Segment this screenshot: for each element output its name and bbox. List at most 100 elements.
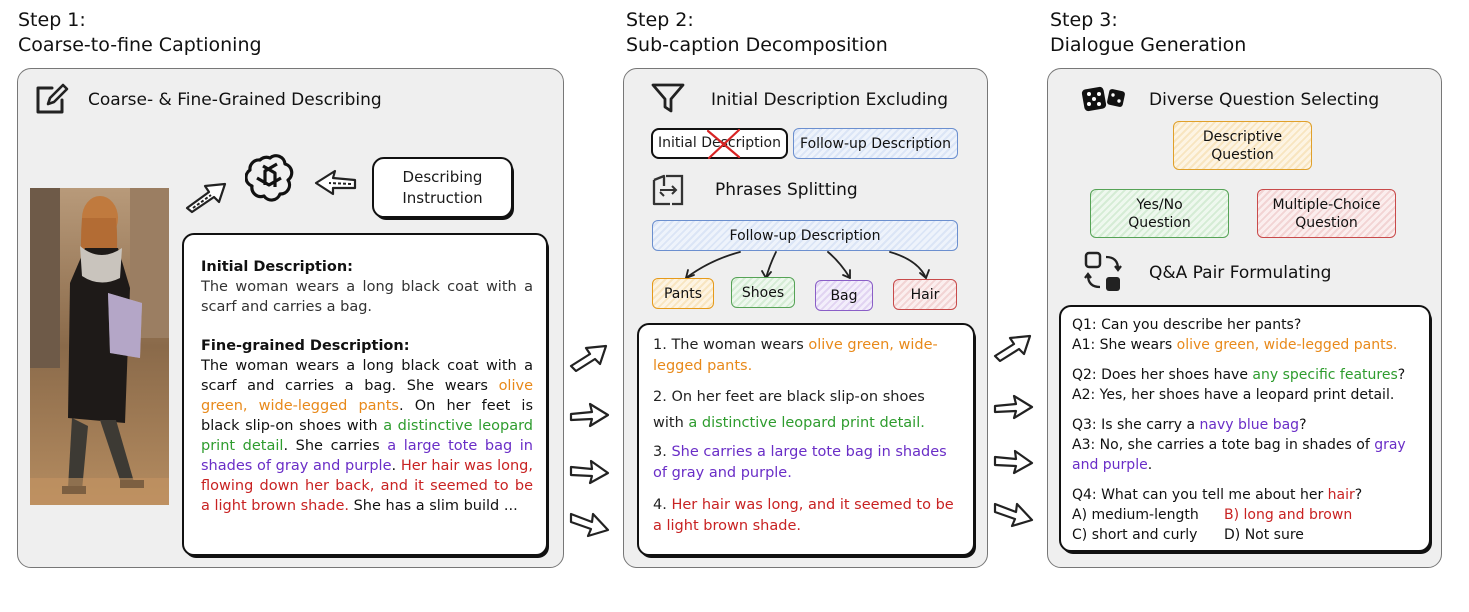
descriptive-question-box: Descriptive Question <box>1173 121 1312 170</box>
qa-list: Q1: Can you describe her pants? A1: She w… <box>1072 315 1422 555</box>
arrow-right-icon <box>569 512 610 538</box>
subcaption-segment: She carries a large tote bag in shades o… <box>653 444 947 481</box>
openai-icon <box>245 154 294 202</box>
question-segment: Q2: Does her shoes have <box>1072 367 1253 383</box>
filter-icon <box>651 83 685 113</box>
subcaption-segment: Her hair was long, and it seemed to be a… <box>653 497 954 534</box>
qa-pair: Q4: What can you tell me about her hair?… <box>1072 485 1422 545</box>
description-box: Initial Description: The woman wears a l… <box>182 233 548 556</box>
step2-label: Step 2: <box>626 9 694 31</box>
split-arrows <box>685 251 930 279</box>
option-row: A) medium-length B) long and brown <box>1072 505 1422 525</box>
initial-description-label: Initial Description <box>658 135 781 151</box>
answer-option: B) long and brown <box>1224 507 1353 523</box>
cross-icon <box>706 128 741 160</box>
answer-segment: gray and purple <box>1072 437 1406 473</box>
fine-description-segment: She has a slim build ... <box>348 498 518 514</box>
question-segment: Q3: Is she carry a <box>1072 417 1200 433</box>
edit-icon <box>36 83 69 114</box>
arrow-left-icon <box>314 169 357 196</box>
answer-option: D) Not sure <box>1224 527 1304 543</box>
fine-description-text: The woman wears a long black coat with a… <box>201 356 533 516</box>
answer-segment: olive green, wide-legged pants. <box>1176 337 1398 353</box>
subcaption-segment: The woman wears <box>671 337 809 353</box>
fine-description-segment: Her hair was long, flowing down her back… <box>201 458 533 514</box>
dice-icon <box>1081 86 1125 112</box>
initial-description-box: Initial Description <box>651 128 788 160</box>
chip-bag: Bag <box>815 280 873 311</box>
fine-description-segment: olive green, wide-legged pants <box>201 378 533 414</box>
subcaption-item: 2. On her feet are black slip-on shoes w… <box>653 384 958 436</box>
arrow-right-icon <box>569 344 608 372</box>
yes-no-question-box: Yes/No Question <box>1090 189 1229 238</box>
arrow-right-icon <box>993 334 1032 362</box>
describing-instruction-box: Describing Instruction <box>372 157 513 218</box>
question-segment: navy blue bag <box>1199 417 1300 433</box>
fine-description-segment: . <box>391 458 401 474</box>
fine-description-segment: a large tote bag in shades of gray and p… <box>201 438 533 474</box>
chip-shoes: Shoes <box>731 277 795 308</box>
describing-instruction-text: Describing Instruction <box>402 168 483 207</box>
arrow-right-icon <box>993 449 1034 475</box>
subcaption-item: 3. She carries a large tote bag in shade… <box>653 442 958 484</box>
arrow-right-icon <box>569 402 610 428</box>
answer-option: C) short and curly <box>1072 527 1198 543</box>
multiple-choice-question-box: Multiple-Choice Question <box>1257 189 1396 238</box>
question-segment: Q4: What can you tell me about her <box>1072 487 1328 503</box>
subcaption-item: 4. Her hair was long, and it seemed to b… <box>653 495 958 537</box>
qa-pair: Q3: Is she carry a navy blue bag? A3: No,… <box>1072 415 1422 475</box>
answer-line: A2: Yes, her shoes have a leopard print … <box>1072 385 1422 405</box>
subcaption-number: 4. <box>653 497 672 513</box>
step3-title: Dialogue Generation <box>1050 34 1247 56</box>
arrow-up-right-icon <box>185 182 227 214</box>
panel1-header: Coarse- & Fine-Grained Describing <box>88 90 382 110</box>
option-row: C) short and curly D) Not sure <box>1072 525 1422 545</box>
subcaption-box: 1. The woman wears olive green, wide-leg… <box>637 323 975 556</box>
fine-description-segment: a distinctive leopard print detail <box>201 418 534 454</box>
step1-label: Step 1: <box>18 9 86 31</box>
question-segment: ? <box>1299 417 1307 433</box>
arrow-right-icon <box>993 502 1034 528</box>
fine-description-segment: . She carries <box>283 438 388 454</box>
initial-description-text: The woman wears a long black coat with a… <box>201 279 533 315</box>
subcaption-number: 3. <box>653 444 672 460</box>
subcaption-segment: olive green, wide-legged pants. <box>653 337 938 374</box>
answer-line: A1: She wears olive green, wide-legged p… <box>1072 335 1422 355</box>
subcaption-segment: On her feet are black slip-on shoes with <box>653 389 925 431</box>
fine-description-segment: . On her feet is black slip-on shoes wit… <box>201 398 534 434</box>
question-segment: hair <box>1327 487 1355 503</box>
qa-pair-icon <box>1084 251 1122 291</box>
question-line: Q3: Is she carry a navy blue bag? <box>1072 415 1422 435</box>
subcaption-item: 1. The woman wears olive green, wide-leg… <box>653 335 958 377</box>
answer-segment: . <box>1147 457 1153 473</box>
fine-description-segment: The woman wears a long black coat with a… <box>201 358 533 394</box>
step2-title: Sub-caption Decomposition <box>626 34 888 56</box>
question-line: Q2: Does her shoes have any specific fea… <box>1072 365 1422 385</box>
fine-description-heading: Fine-grained Description: <box>201 338 410 354</box>
qa-pair: Q1: Can you describe her pants? A1: She w… <box>1072 315 1422 355</box>
question-segment: any specific features <box>1252 367 1398 383</box>
answer-segment: A1: She wears <box>1072 337 1177 353</box>
chip-pants: Pants <box>652 278 714 309</box>
arrow-right-icon <box>993 394 1034 420</box>
initial-description-heading: Initial Description: <box>201 259 353 275</box>
chip-hair: Hair <box>893 279 957 310</box>
question-line: Q1: Can you describe her pants? <box>1072 315 1422 335</box>
subcaption-number: 1. <box>653 337 672 353</box>
question-segment: ? <box>1397 367 1406 383</box>
question-segment: Q1: Can you describe her pants? <box>1072 317 1302 333</box>
panel3-header1: Diverse Question Selecting <box>1149 90 1380 110</box>
panel2-header2: Phrases Splitting <box>715 180 858 200</box>
split-icon <box>652 174 684 206</box>
question-segment: ? <box>1354 487 1363 503</box>
panel2-header1: Initial Description Excluding <box>711 90 949 110</box>
followup-description-box: Follow-up Description <box>793 128 958 159</box>
panel3-header2: Q&A Pair Formulating <box>1149 263 1332 283</box>
answer-option: A) medium-length <box>1072 507 1199 523</box>
answer-segment: A3: No, she carries a tote bag in shades… <box>1072 437 1375 453</box>
step3-label: Step 3: <box>1050 9 1118 31</box>
followup-description-bar: Follow-up Description <box>652 220 958 251</box>
qa-box: Q1: Can you describe her pants? A1: She w… <box>1059 305 1431 552</box>
qa-pair: Q2: Does her shoes have any specific fea… <box>1072 365 1422 405</box>
step1-title: Coarse-to-fine Captioning <box>18 34 262 56</box>
